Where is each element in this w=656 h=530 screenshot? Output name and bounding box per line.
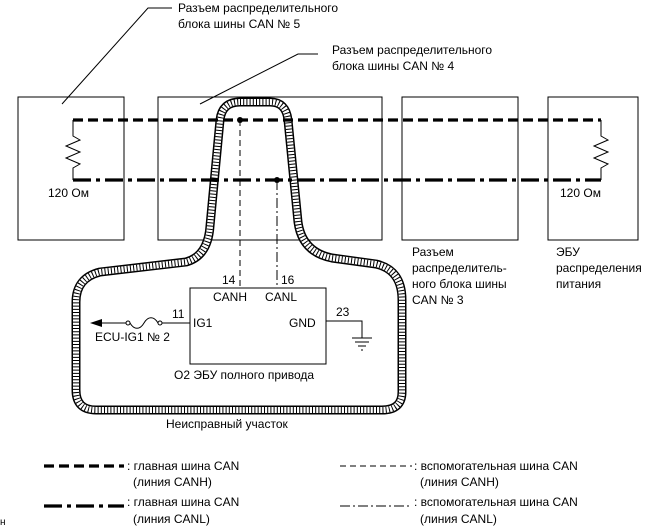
connector3-label-line1: Разъем [412, 245, 454, 259]
resistor-right-label: 120 Ом [560, 186, 601, 200]
ig1-wire [90, 317, 190, 329]
legend-aux-canh-line1: : вспомогательная шина CAN [414, 459, 578, 473]
power-ecu-label-line3: питания [556, 277, 601, 291]
connector-box-4 [157, 96, 383, 241]
pin-canh-label: CANH [213, 290, 247, 304]
legend-aux-canl-line2: (линия CANL) [420, 512, 497, 526]
connector3-label-line3: ного блока шины [412, 277, 507, 291]
corner-mark: н [0, 517, 6, 528]
callout-line-4 [199, 53, 318, 105]
pin-canl-number: 16 [281, 273, 295, 287]
legend-aux-canh-line2: (линия CANH) [420, 475, 499, 489]
gnd-wire [326, 320, 372, 351]
resistor-right [592, 120, 610, 180]
ecu-name: O2 ЭБУ полного привода [174, 368, 314, 382]
callout-connector5-line1: Разъем распределительного [178, 1, 338, 15]
power-ecu-label-line1: ЭБУ [556, 245, 580, 259]
faulty-area-label: Неисправный участок [166, 417, 289, 431]
pin-gnd-label: GND [289, 316, 316, 330]
pin-canl-label: CANL [265, 290, 297, 304]
awd-ecu-box [189, 287, 327, 365]
legend-main-canl-line1: : главная шина CAN [127, 495, 239, 509]
legend-main-canl-line2: (линия CANL) [133, 512, 210, 526]
arrow-left-icon [90, 319, 102, 327]
callout-line-5 [61, 7, 172, 105]
pin-ig1-number: 11 [172, 307, 185, 321]
ground-icon [352, 337, 372, 351]
legend: : главная шина CAN (линия CANH) : главна… [44, 459, 578, 526]
faulty-area-outline [71, 97, 407, 415]
power-ecu-box [547, 96, 639, 241]
legend-aux-canl-line1: : вспомогательная шина CAN [414, 495, 578, 509]
fuse-label: ECU-IG1 № 2 [95, 330, 170, 344]
connector3-label-line2: распределитель- [412, 261, 507, 275]
resistor-left [64, 120, 82, 180]
pin-ig1-label: IG1 [193, 316, 213, 330]
connector-box-3 [401, 96, 519, 241]
legend-main-canh-line1: : главная шина CAN [127, 459, 239, 473]
power-ecu-label-line2: распределения [556, 261, 642, 275]
resistor-left-label: 120 Ом [48, 186, 89, 200]
connector-box-5 [17, 96, 125, 241]
callout-connector5-line2: блока шины CAN № 5 [178, 17, 300, 31]
connector3-label-line4: CAN № 3 [412, 293, 464, 307]
pin-gnd-number: 23 [336, 305, 350, 319]
callout-connector4-line2: блока шины CAN № 4 [332, 59, 454, 73]
legend-main-canh-line2: (линия CANH) [133, 475, 212, 489]
callout-connector4-line1: Разъем распределительного [332, 43, 492, 57]
pin-canh-number: 14 [222, 273, 236, 287]
